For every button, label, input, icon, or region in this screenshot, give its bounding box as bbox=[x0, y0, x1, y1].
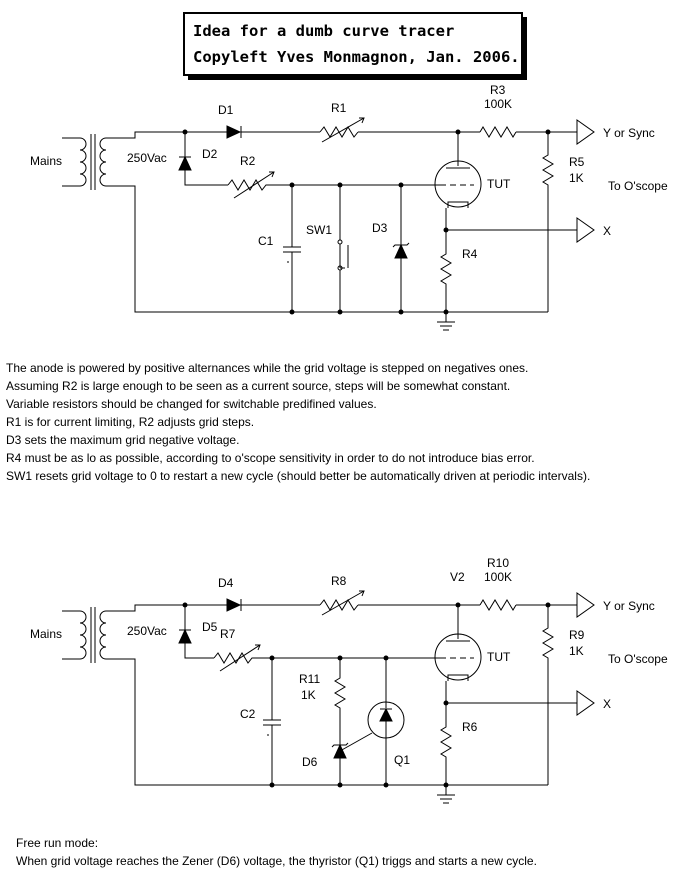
note-line: SW1 resets grid voltage to 0 to restart … bbox=[6, 469, 591, 483]
label-r1: R1 bbox=[331, 101, 347, 115]
label-to-oscope: To O'scope bbox=[608, 179, 668, 193]
label-d6: D6 bbox=[302, 755, 318, 769]
label-r6: R6 bbox=[462, 720, 478, 734]
note-line: R1 is for current limiting, R2 adjusts g… bbox=[6, 415, 255, 429]
label2-to-oscope: To O'scope bbox=[608, 652, 668, 666]
label-d1: D1 bbox=[218, 103, 234, 117]
note-line: Assuming R2 is large enough to be seen a… bbox=[6, 379, 511, 393]
label-r9: R9 bbox=[569, 628, 585, 642]
label-sw1: SW1 bbox=[306, 223, 332, 237]
circuit-1 bbox=[61, 117, 595, 331]
label2-y-or-sync: Y or Sync bbox=[603, 599, 655, 613]
label-r4: R4 bbox=[462, 247, 478, 261]
label-q1: Q1 bbox=[394, 753, 410, 767]
label-d2: D2 bbox=[202, 147, 218, 161]
circuit-2-dots bbox=[182, 602, 551, 788]
title-line-2: Copyleft Yves Monmagnon, Jan. 2006. bbox=[193, 48, 520, 66]
label-d3: D3 bbox=[372, 221, 388, 235]
note-line: Variable resistors should be changed for… bbox=[6, 397, 377, 411]
label-mains: Mains bbox=[30, 154, 62, 168]
label-r11: R11 bbox=[299, 672, 320, 686]
label-r5: R5 bbox=[569, 155, 585, 169]
note-line: Free run mode: bbox=[16, 836, 99, 850]
label-r2: R2 bbox=[240, 154, 256, 168]
label-250vac: 250Vac bbox=[127, 151, 167, 165]
note-line: The anode is powered by positive alterna… bbox=[6, 361, 529, 375]
label-tut: TUT bbox=[487, 177, 511, 191]
label-r3: R3 bbox=[490, 83, 506, 97]
label-y-or-sync: Y or Sync bbox=[603, 126, 655, 140]
label-d4: D4 bbox=[218, 576, 234, 590]
note-line: When grid voltage reaches the Zener (D6)… bbox=[16, 854, 537, 868]
title-box: Idea for a dumb curve tracer Copyleft Yv… bbox=[183, 12, 523, 76]
title-line-1: Idea for a dumb curve tracer bbox=[193, 22, 455, 40]
circuit-1-dots bbox=[182, 129, 551, 315]
label-r10: R10 bbox=[487, 556, 509, 570]
label-r5-value: 1K bbox=[569, 171, 584, 185]
label-c2: C2 bbox=[240, 707, 256, 721]
circuit-2 bbox=[61, 590, 595, 804]
label2-tut: TUT bbox=[487, 650, 511, 664]
note-line: D3 sets the maximum grid negative voltag… bbox=[6, 433, 240, 447]
note-line: R4 must be as lo as possible, according … bbox=[6, 451, 535, 465]
label-c1: C1 bbox=[258, 234, 274, 248]
label2-mains: Mains bbox=[30, 627, 62, 641]
notes-2: Free run mode: When grid voltage reaches… bbox=[16, 834, 537, 870]
label-r11-value: 1K bbox=[301, 688, 316, 702]
label2-x: X bbox=[603, 697, 611, 711]
label-v2: V2 bbox=[450, 570, 465, 584]
label-x: X bbox=[603, 224, 611, 238]
title-shadow-side bbox=[523, 17, 527, 80]
label-r3-value: 100K bbox=[484, 97, 512, 111]
label-r10-value: 100K bbox=[484, 570, 512, 584]
label-r8: R8 bbox=[331, 574, 347, 588]
label-r9-value: 1K bbox=[569, 644, 584, 658]
label-r7: R7 bbox=[220, 627, 236, 641]
label2-250vac: 250Vac bbox=[127, 624, 167, 638]
title-shadow bbox=[188, 76, 525, 80]
label-d5: D5 bbox=[202, 620, 218, 634]
notes-1: The anode is powered by positive alterna… bbox=[6, 359, 691, 485]
